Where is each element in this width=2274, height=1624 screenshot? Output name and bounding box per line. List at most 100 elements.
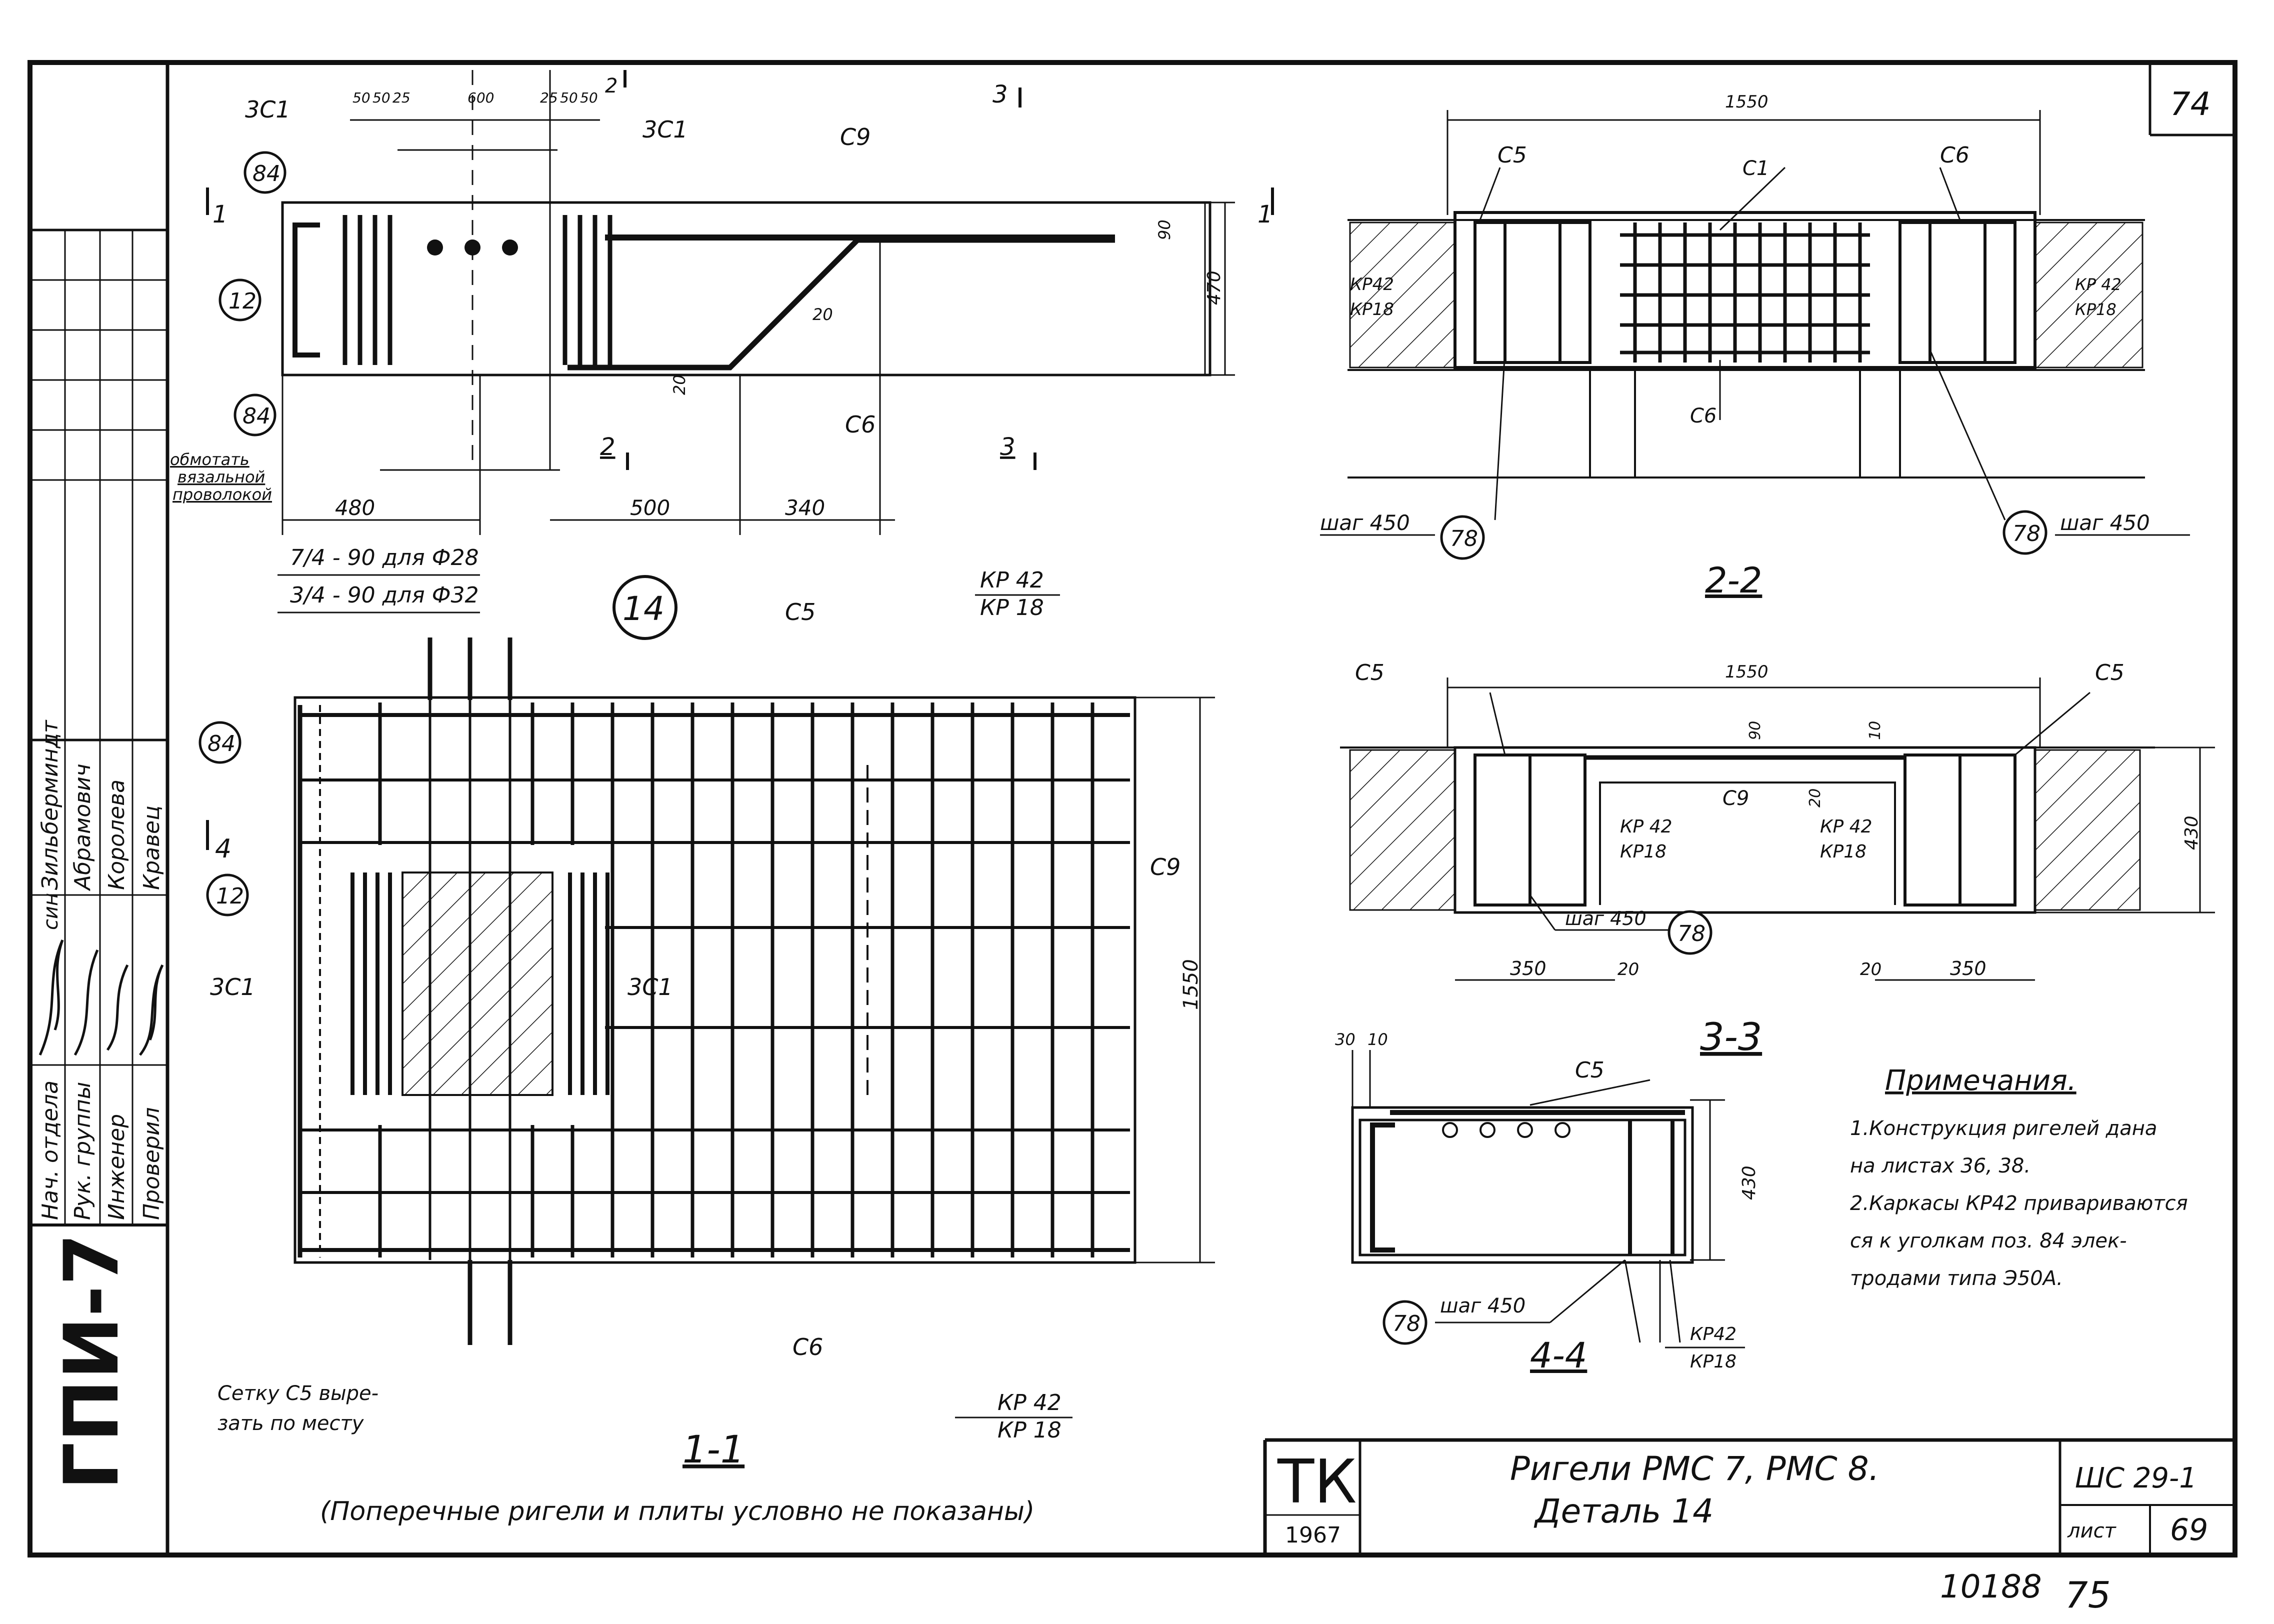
signature-scribbles: [38, 939, 164, 1056]
elev-cut-3-bot: 3: [1000, 433, 1016, 461]
elev-label-c9: С9: [840, 124, 870, 150]
title-block-sheet-label: лист: [2067, 1520, 2117, 1542]
s22-step-left: шаг 450: [1320, 510, 1410, 535]
plan-label-c1-mid: 3С1: [628, 974, 673, 1000]
s33-dim-350-right: 350: [1950, 958, 1986, 980]
s33-p78-circle: [1668, 910, 1712, 955]
elev-cut-2-bot: 2: [600, 433, 616, 461]
s22-step-right: шаг 450: [2060, 510, 2150, 535]
plan-label-c9: С9: [1150, 854, 1180, 880]
s33-dim-430: 430: [2182, 816, 2202, 850]
title-block-org: ТК: [1277, 1448, 1357, 1517]
elev-cut-1-left: 1: [212, 200, 228, 228]
sheet-number-top: 74: [2170, 86, 2210, 123]
sheet-frame: [28, 60, 2238, 1558]
s33-p78: 78: [1678, 921, 1706, 946]
s44-dim-430: 430: [1739, 1166, 1760, 1200]
elev-dim-20b: 20: [670, 374, 689, 395]
section-2-2-slab-hatch: [1349, 222, 2144, 368]
side-stamp: ГПИ-7: [48, 1234, 136, 1490]
s33-label-c5-right: С5: [2095, 660, 2124, 686]
elev-dim-25b: 25: [540, 90, 558, 106]
title-block-year: 1967: [1285, 1522, 1341, 1548]
elev-wire-note-3: проволокой: [172, 485, 272, 504]
plan-title: 1-1: [682, 1427, 744, 1472]
section-4-4-bar-dots: [1442, 1122, 1570, 1138]
elev-dim-50a: 50: [352, 90, 370, 106]
elev-wire-note-2: вязальной: [178, 468, 265, 486]
notes-line-3: ся к уголкам поз. 84 элек-: [1850, 1230, 2127, 1252]
elev-dim-20a: 20: [812, 305, 833, 324]
staff-role-2: Инженер: [104, 1114, 130, 1220]
s44-label-kp42: КР42: [1690, 1324, 1736, 1344]
archive-page: 75: [2065, 1574, 2111, 1616]
plan-1-1-view: [206, 638, 1215, 1345]
s22-p78-left: 78: [1450, 526, 1478, 552]
staff-name-0: Зильберминдт: [38, 720, 63, 890]
s44-dim-30: 30: [1335, 1030, 1356, 1049]
section-4-4-view: [1351, 1050, 1745, 1348]
s22-label-kp18-right: КР18: [2075, 300, 2116, 319]
plan-label-c5-top: С5: [785, 598, 816, 626]
plan-p12: 12: [216, 884, 244, 909]
s33-dim-90: 90: [1746, 721, 1764, 740]
s22-label-c5: С5: [1498, 142, 1527, 168]
notes-line-2: 2.Каркасы КР42 привариваются: [1850, 1192, 2188, 1215]
notes-line-0: 1.Конструкция ригелей дана: [1850, 1117, 2157, 1140]
archive-number: 10188: [1940, 1568, 2042, 1606]
notes-heading: Примечания.: [1885, 1064, 2076, 1097]
elev-cut-2-top: 2: [605, 74, 618, 98]
s33-label-kp18-left: КР18: [1620, 842, 1666, 862]
elev-label-c1-right: 3С1: [642, 116, 688, 143]
plan-dim-1550: 1550: [1180, 959, 1202, 1010]
elev-label-c1-left: 3С1: [245, 96, 290, 123]
title-block-title-2: Деталь 14: [1534, 1492, 1714, 1530]
elev-cut-3-top: 3: [992, 80, 1008, 108]
elev-dim-340: 340: [785, 496, 825, 520]
s33-label-kp42-right: КР 42: [1820, 816, 1872, 837]
s44-label-kp18: КР18: [1690, 1352, 1736, 1372]
staff-role-3: Проверил: [139, 1107, 164, 1220]
elev-p84-bot: 84: [242, 404, 270, 429]
s33-dim-10: 10: [1866, 721, 1884, 740]
plan-cut-4: 4: [215, 834, 232, 864]
plan-c5-cut-1: Сетку С5 выре-: [218, 1382, 378, 1405]
elev-p84-top: 84: [252, 161, 280, 186]
staff-name-1: Абрамович: [70, 764, 96, 892]
s22-label-kp42-left: КР42: [1350, 274, 1394, 294]
elevation-position-markers: [218, 151, 286, 436]
s44-label-c5: С5: [1575, 1058, 1604, 1083]
plan-hatched-insert: [402, 872, 554, 1096]
staff-sign-header: син: [40, 893, 62, 930]
s44-step: шаг 450: [1440, 1294, 1526, 1318]
plan-label-kp42-b: КР 42: [998, 1390, 1062, 1416]
s33-label-c9: С9: [1722, 787, 1749, 810]
plan-c5-cut-2: зать по месту: [218, 1412, 364, 1435]
elev-dim-470: 470: [1204, 270, 1224, 305]
s33-label-c5-left: С5: [1355, 660, 1384, 686]
s22-label-c6-right: С6: [1940, 142, 1970, 168]
elev-dim-90: 90: [1155, 220, 1174, 240]
s22-label-c6-bottom: С6: [1690, 404, 1716, 428]
s33-step: шаг 450: [1565, 908, 1646, 930]
elev-p12: 12: [228, 288, 256, 314]
detail-badge-circle: [612, 575, 678, 640]
elev-dim-25: 25: [392, 90, 410, 106]
s22-label-c1: С1: [1742, 157, 1769, 180]
elevation-view: [206, 70, 1274, 535]
elev-dim-50d: 50: [580, 90, 598, 106]
s22-title: 2-2: [1705, 560, 1762, 601]
plan-p84: 84: [208, 731, 236, 756]
embedded-bolts: [427, 240, 518, 256]
elev-dim-600: 600: [468, 90, 494, 106]
s33-dim-20s: 20: [1806, 788, 1824, 808]
elev-dim-500: 500: [630, 496, 670, 520]
elev-cut-1-right: 1: [1258, 200, 1273, 228]
plan-subtitle: (Поперечные ригели и плиты условно не по…: [320, 1496, 1034, 1526]
s22-label-kp18-left: КР18: [1350, 300, 1394, 320]
s33-dim-350-left: 350: [1510, 958, 1546, 980]
staff-role-1: Рук. группы: [70, 1082, 96, 1220]
elev-dim-480: 480: [335, 496, 375, 520]
elev-label-c6: С6: [845, 411, 876, 438]
